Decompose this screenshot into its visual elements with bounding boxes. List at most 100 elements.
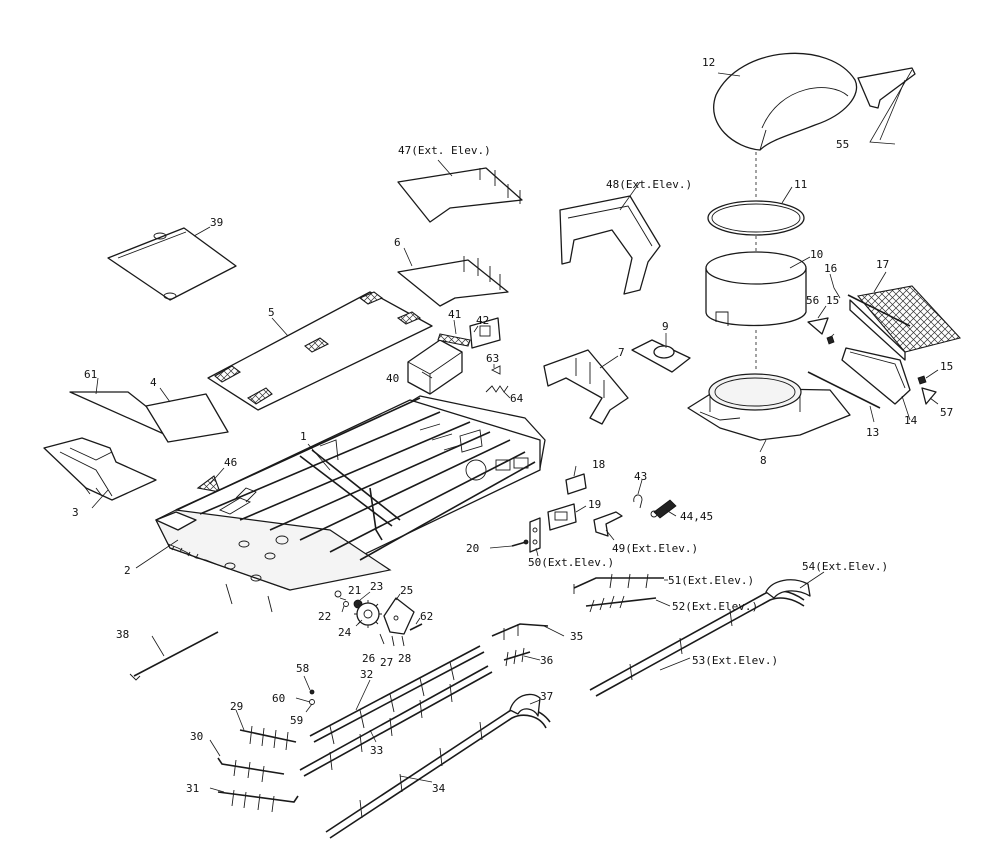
- part-8-cab-base: [687, 373, 851, 441]
- callout-2: 2: [124, 564, 131, 577]
- callout-48: 48(Ext.Elev.): [606, 178, 692, 191]
- part-43-clip: [633, 494, 643, 509]
- part-42-bracket: [469, 317, 501, 349]
- part-17-mesh-grate: [849, 285, 962, 361]
- callout-52: 52(Ext.Elev.): [672, 600, 758, 613]
- part-26-28-bolts: [379, 633, 405, 647]
- part-34-rail: [325, 707, 551, 839]
- callout-15a: 15: [826, 294, 839, 307]
- part-47-cover: [397, 167, 523, 223]
- callout-35: 35: [570, 630, 583, 643]
- part-15-clip-b: [917, 375, 927, 385]
- callout-41: 41: [448, 308, 461, 321]
- callout-32: 32: [360, 668, 373, 681]
- part-5-floor-plate: [207, 291, 433, 411]
- callout-5: 5: [268, 306, 275, 319]
- callout-15b: 15: [940, 360, 953, 373]
- part-10-cylinder: [705, 251, 807, 327]
- part-49-latch: [593, 511, 623, 537]
- part-62-pin: [409, 623, 423, 631]
- callout-36: 36: [540, 654, 553, 667]
- part-59-60-washer: [309, 699, 315, 705]
- callout-24: 24: [338, 626, 352, 639]
- callout-28: 28: [398, 652, 411, 665]
- part-4-plate: [145, 393, 229, 443]
- callout-25: 25: [400, 584, 413, 597]
- part-64-spring: [485, 385, 509, 393]
- part-12-roof-dome: [713, 52, 858, 151]
- callout-33: 33: [370, 744, 383, 757]
- callout-20: 20: [466, 542, 479, 555]
- callout-13: 13: [866, 426, 879, 439]
- part-33-rail: [299, 665, 493, 777]
- part-6-cover: [397, 256, 509, 307]
- callout-37: 37: [540, 690, 553, 703]
- callout-14: 14: [904, 414, 918, 427]
- callout-21: 21: [348, 584, 361, 597]
- callout-19: 19: [588, 498, 601, 511]
- part-55-trim: [857, 67, 916, 145]
- callout-12: 12: [702, 56, 715, 69]
- part-36-bracket: [503, 647, 531, 667]
- part-7-bracket: [543, 349, 629, 425]
- part-40-box: [407, 339, 463, 395]
- part-31-rail: [217, 789, 299, 813]
- part-13-rail: [807, 371, 881, 409]
- part-25-plate: [383, 597, 415, 635]
- callout-18: 18: [592, 458, 605, 471]
- part-21-washer: [334, 590, 342, 598]
- callout-16: 16: [824, 262, 837, 275]
- part-9-plate: [631, 339, 691, 373]
- callout-50: 50(Ext.Elev.): [528, 556, 614, 569]
- callout-46: 46: [224, 456, 237, 469]
- callout-51: 51(Ext.Elev.): [668, 574, 754, 587]
- part-35-bracket: [491, 623, 549, 640]
- callout-8: 8: [760, 454, 767, 467]
- callout-10: 10: [810, 248, 823, 261]
- callout-38: 38: [116, 628, 129, 641]
- callout-17: 17: [876, 258, 889, 271]
- callout-43: 43: [634, 470, 647, 483]
- callout-64: 64: [510, 392, 524, 405]
- part-16-rod: [847, 294, 911, 327]
- callout-9: 9: [662, 320, 669, 333]
- part-38-rod: [129, 631, 219, 681]
- callout-31: 31: [186, 782, 199, 795]
- callout-27: 27: [380, 656, 393, 669]
- part-56-bracket: [807, 317, 829, 335]
- part-18-plate: [565, 473, 587, 495]
- callout-63: 63: [486, 352, 499, 365]
- part-15-clip-a: [826, 335, 835, 345]
- callout-39: 39: [210, 216, 223, 229]
- callout-60: 60: [272, 692, 285, 705]
- part-14-platform: [841, 347, 911, 405]
- callout-11: 11: [794, 178, 807, 191]
- part-63-pin: [490, 365, 501, 375]
- callout-59: 59: [290, 714, 303, 727]
- part-52-rail: [585, 595, 657, 613]
- part-54-end-cap: [765, 579, 811, 599]
- part-44-45-spring: [650, 499, 677, 519]
- callout-23: 23: [370, 580, 383, 593]
- callout-40: 40: [386, 372, 399, 385]
- callout-56: 56: [806, 294, 819, 307]
- part-46-cone: [196, 475, 221, 493]
- callout-29: 29: [230, 700, 243, 713]
- callout-1: 1: [300, 430, 307, 443]
- callout-42: 42: [476, 314, 489, 327]
- callout-44-45: 44,45: [680, 510, 713, 523]
- part-32-rail: [309, 645, 485, 745]
- callout-labels: 12 55 11 10 16 17 56 15 15 57 13 14 8 9 …: [72, 56, 953, 795]
- part-19-bracket: [547, 503, 577, 531]
- part-37-end-cap: [509, 693, 541, 717]
- callout-26: 26: [362, 652, 375, 665]
- part-24-sprocket: [354, 600, 382, 628]
- part-48-side-panel: [559, 195, 661, 295]
- part-39-mat: [107, 227, 237, 301]
- callout-58: 58: [296, 662, 309, 675]
- callout-47: 47(Ext. Elev.): [398, 144, 491, 157]
- part-20-bolt: [511, 539, 529, 547]
- callout-49: 49(Ext.Elev.): [612, 542, 698, 555]
- part-57-bracket: [921, 387, 937, 405]
- callout-7: 7: [618, 346, 625, 359]
